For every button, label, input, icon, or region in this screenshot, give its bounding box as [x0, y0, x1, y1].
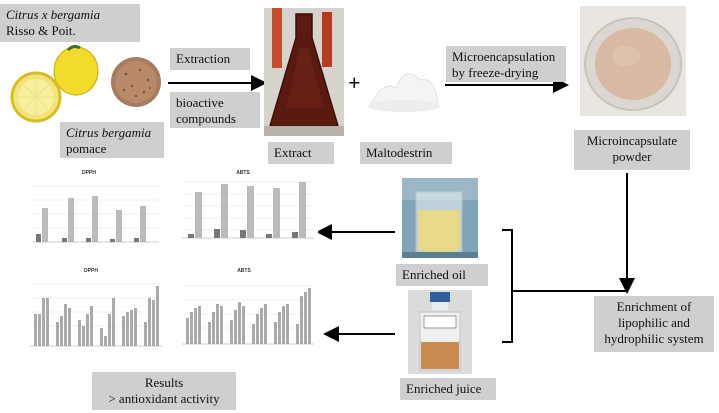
- extraction-label: Extraction: [170, 48, 250, 70]
- powder-line1: Microincapsulate: [580, 133, 684, 149]
- bioactive-line1: bioactive: [176, 95, 254, 111]
- extract-flask-photo: [264, 8, 344, 136]
- chart-dpph-top-plot: [14, 168, 164, 260]
- chart-dpph-bottom: DPPH: [16, 266, 166, 360]
- pomace-word: pomace: [66, 141, 158, 157]
- powder-photo: [580, 6, 686, 116]
- chart-dpph-bottom-plot: [16, 266, 166, 360]
- microencapsulation-label: Microencapsulation by freeze-drying: [446, 46, 566, 82]
- enrichment-label: Enrichment of lipophilic and hydrophilic…: [594, 296, 714, 352]
- pomace-species: Citrus bergamia: [66, 125, 158, 141]
- species-name: Citrus x bergamia: [6, 7, 134, 23]
- bracket-connector: [502, 230, 512, 342]
- microencapsulation-line2: by freeze-drying: [452, 65, 560, 81]
- enrichment-line2: lipophilic and: [600, 315, 708, 331]
- results-label: Results > antioxidant activity: [92, 372, 236, 410]
- maltodestrin-label: Maltodestrin: [360, 142, 452, 164]
- enrichment-line1: Enrichment of: [600, 299, 708, 315]
- chart-abts-bottom: ABTS: [170, 266, 318, 360]
- chart-dpph-top: DPPH: [14, 168, 164, 260]
- powder-line2: powder: [580, 149, 684, 165]
- powder-label: Microincapsulate powder: [574, 130, 690, 170]
- enriched-oil-photo: [402, 178, 478, 258]
- bioactive-label: bioactive compounds: [170, 92, 260, 128]
- bergamot-fruit-photo: [10, 44, 105, 124]
- enriched-oil-label: Enriched oil: [396, 264, 488, 286]
- chart-abts-bottom-plot: [170, 266, 318, 360]
- results-line1: Results: [98, 375, 230, 391]
- extract-label: Extract: [268, 142, 334, 164]
- species-label: Citrus x bergamia Risso & Poit.: [0, 4, 140, 42]
- enriched-juice-label: Enriched juice: [400, 378, 496, 400]
- species-author: Risso & Poit.: [6, 23, 134, 39]
- enriched-juice-photo: [408, 290, 472, 374]
- pomace-label: Citrus bergamia pomace: [60, 122, 164, 158]
- pomace-photo: [110, 56, 162, 108]
- microencapsulation-line1: Microencapsulation: [452, 49, 560, 65]
- chart-abts-top: ABTS: [168, 168, 318, 260]
- bioactive-line2: compounds: [176, 111, 254, 127]
- maltodextrin-photo: [366, 58, 442, 114]
- results-line2: > antioxidant activity: [98, 391, 230, 407]
- chart-abts-top-plot: [168, 168, 318, 260]
- plus-sign: +: [348, 70, 361, 96]
- enrichment-line3: hydrophilic system: [600, 331, 708, 347]
